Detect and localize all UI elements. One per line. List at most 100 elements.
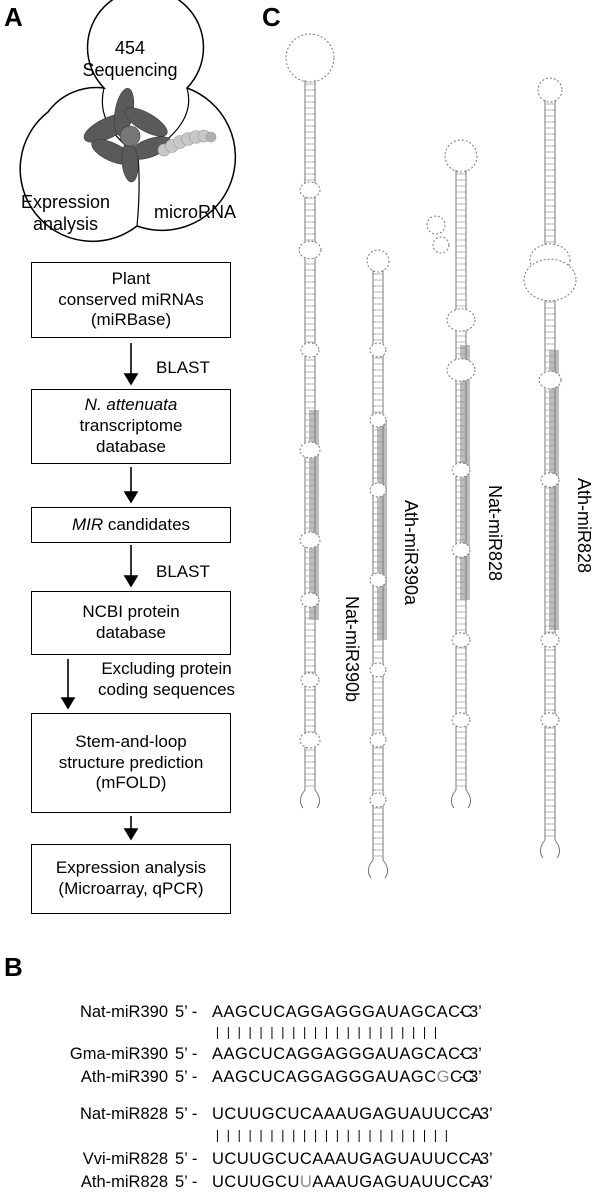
arrow-label-blast-1: BLAST [156, 358, 210, 377]
hairpin-label-nat-mir828: Nat-miR828 [485, 485, 505, 582]
flow-arrows [60, 343, 139, 841]
internal-loop [369, 482, 387, 498]
internal-loop [300, 592, 320, 608]
five-prime-label: 5’ - [175, 1150, 198, 1168]
three-prime-label: - 3’ [469, 1150, 493, 1168]
sequence: AAGCUCAGGAGGGAUAGCACC [212, 1045, 473, 1063]
sequence: UCUUGCUCAAAUGAGUAUUCCA [212, 1105, 483, 1123]
sequence-name: Nat-miR828 [79, 1105, 168, 1123]
sequence: AAGCUCAGGAGGGAUAGCACC [212, 1003, 473, 1021]
tail [554, 839, 561, 859]
hairpin-3 [523, 77, 577, 859]
internal-loop [299, 441, 321, 459]
internal-loop [538, 370, 562, 390]
terminal-loop [444, 139, 478, 173]
hairpin-label-nat-mir390b: Nat-miR390b [342, 596, 362, 703]
five-prime-label: 5’ - [175, 1068, 198, 1086]
venn-diagram [19, 0, 237, 243]
panel-label-b: B [4, 952, 23, 982]
flow-box-expression: Expression analysis(Microarray, qPCR) [31, 844, 231, 914]
tail [382, 859, 389, 879]
internal-loop [299, 181, 321, 199]
hairpin-label-ath-mir828: Ath-miR828 [574, 478, 594, 574]
five-prime-label: 5’ - [175, 1003, 198, 1021]
alignment-row: Ath-miR828 5’ - UCUUGCUUAAAUGAGUAUUCCA- 3’ [0, 1173, 600, 1195]
pairing-bars [212, 1025, 441, 1043]
alignment-row: Gma-miR390 5’ - AAGCUCAGGAGGGAUAGCACC- 3’ [0, 1045, 600, 1067]
five-prime-label: 5’ - [175, 1045, 198, 1063]
sequence-name: Ath-miR390 [80, 1068, 168, 1086]
sequence-name: Ath-miR828 [80, 1173, 168, 1191]
hairpin-1 [366, 249, 390, 879]
tail [314, 789, 321, 809]
side-loop [432, 236, 450, 254]
internal-loop [369, 662, 387, 678]
five-prime-label: 5’ - [175, 1105, 198, 1123]
side-loop [426, 215, 446, 235]
internal-loop [369, 732, 387, 748]
sequence: UCUUGCUUAAAUGAGUAUUCCA [212, 1173, 483, 1191]
sequence-name: Vvi-miR828 [82, 1150, 168, 1168]
arrow-label-blast-2: BLAST [156, 562, 210, 581]
tail [450, 789, 457, 809]
five-prime-label: 5’ - [175, 1173, 198, 1191]
hairpin-structures [285, 33, 577, 879]
internal-loop [369, 572, 387, 588]
three-prime-label: - 3’ [458, 1045, 482, 1063]
sequence: AAGCUCAGGAGGGAUAGCGCC [212, 1068, 475, 1086]
hairpin-highlight [377, 420, 387, 640]
three-prime-label: - 3’ [458, 1003, 482, 1021]
internal-loop [451, 542, 471, 558]
alignment-row: Nat-miR390 5’ - AAGCUCAGGAGGGAUAGCACC- 3’ [0, 1003, 600, 1025]
panel-label-a: A [4, 2, 23, 32]
sequence-name: Nat-miR390 [79, 1003, 168, 1021]
internal-loop [540, 472, 560, 488]
internal-loop [299, 731, 321, 749]
terminal-loop [537, 77, 563, 103]
hairpin-highlight [549, 350, 559, 630]
internal-loop [451, 712, 471, 728]
internal-loop [300, 672, 320, 688]
sequence: UCUUGCUCAAAUGAGUAUUCCA [212, 1150, 483, 1168]
terminal-loop [366, 249, 390, 273]
venn-label-microrna: microRNA [153, 202, 236, 222]
internal-loop [298, 240, 322, 260]
internal-loop [540, 712, 560, 728]
internal-loop [369, 342, 387, 358]
venn-divider-bottom [136, 155, 140, 227]
flow-box-mir-candidates: MIR candidates [31, 507, 231, 543]
internal-loop [451, 632, 471, 648]
internal-loop [446, 358, 476, 382]
plant-icon [83, 88, 172, 183]
alignment-row: Nat-miR828 5’ - UCUUGCUCAAAUGAGUAUUCCA- 3’ [0, 1105, 600, 1127]
three-prime-label: - 3’ [469, 1173, 493, 1191]
internal-loop [299, 531, 321, 549]
tail [465, 789, 472, 809]
alignment-row: Vvi-miR828 5’ - UCUUGCUCAAAUGAGUAUUCCA- 3’ [0, 1150, 600, 1172]
internal-loop [300, 342, 320, 358]
panel-label-c: C [262, 2, 281, 32]
hairpin-highlight [309, 410, 319, 620]
hairpin-2 [426, 139, 478, 809]
tail [299, 789, 306, 809]
internal-loop [446, 308, 476, 332]
tail [367, 859, 374, 879]
terminal-loop [285, 33, 335, 83]
internal-loop [540, 632, 560, 648]
sequence-name: Gma-miR390 [69, 1045, 168, 1063]
hairpin-label-ath-mir390a: Ath-miR390a [401, 500, 421, 606]
tail [539, 839, 546, 859]
internal-loop [369, 412, 387, 428]
three-prime-label: - 3’ [469, 1105, 493, 1123]
caterpillar-icon [157, 129, 217, 157]
three-prime-label: - 3’ [458, 1068, 482, 1086]
alignment-row: Ath-miR390 5’ - AAGCUCAGGAGGGAUAGCGCC- 3’ [0, 1068, 600, 1090]
internal-loop [523, 258, 577, 302]
